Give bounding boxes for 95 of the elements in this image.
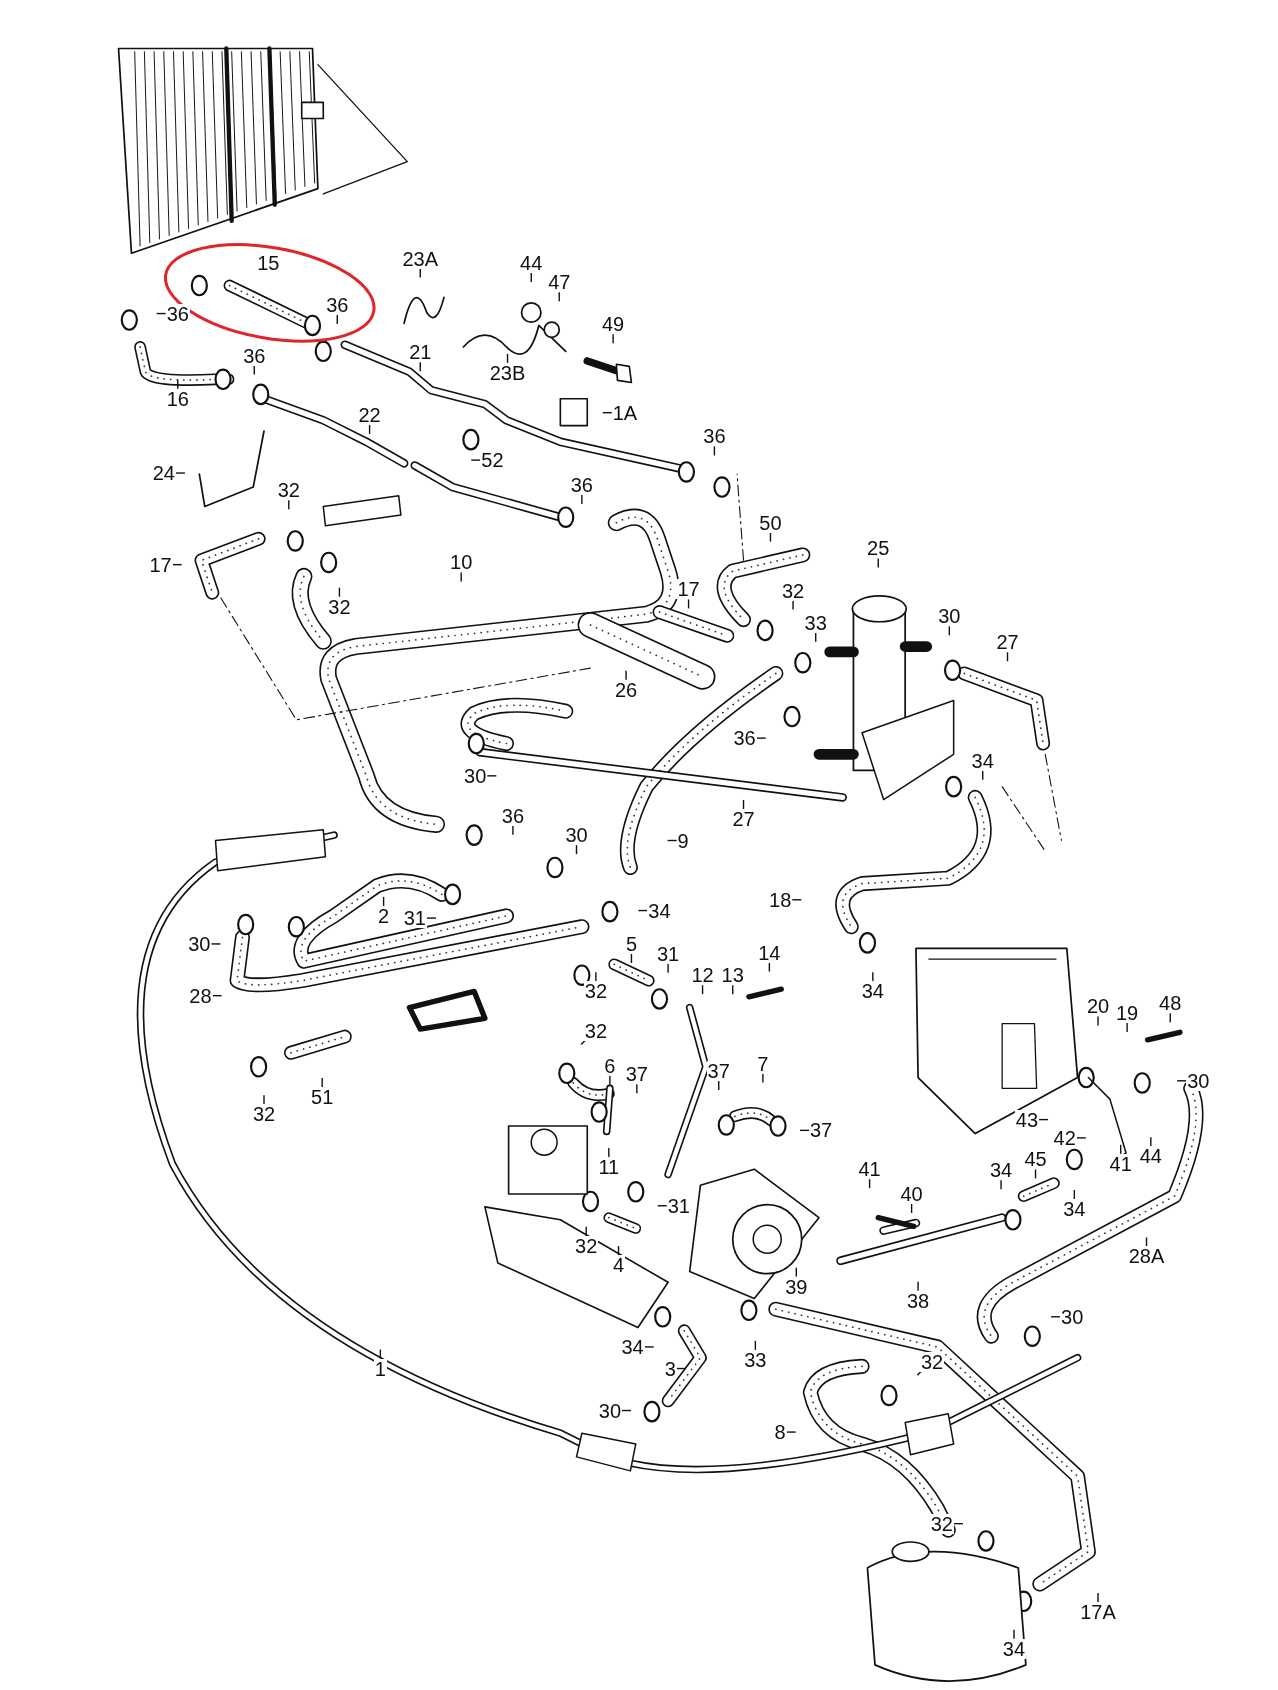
leader-line bbox=[558, 291, 560, 302]
leader-line bbox=[625, 669, 627, 681]
leader-line bbox=[667, 962, 669, 974]
callout-number: 32 bbox=[574, 1235, 599, 1256]
leader-line bbox=[585, 1225, 587, 1237]
leader-line bbox=[155, 312, 167, 315]
leader-line bbox=[795, 1266, 797, 1278]
callout-number: 32 bbox=[583, 1021, 608, 1042]
leader-line bbox=[368, 424, 371, 435]
leader-line bbox=[595, 971, 597, 983]
leader-line bbox=[1034, 1168, 1037, 1180]
leader-line bbox=[1038, 1118, 1049, 1121]
leader-line bbox=[470, 459, 481, 461]
leader-line bbox=[1119, 1144, 1122, 1155]
callout-number: 17 bbox=[676, 579, 701, 600]
leader-line bbox=[379, 1348, 382, 1360]
leader-line bbox=[460, 571, 462, 583]
leader-line bbox=[530, 272, 532, 283]
leader-line bbox=[868, 1178, 871, 1189]
leader-line bbox=[581, 494, 583, 505]
leader-line bbox=[754, 1340, 757, 1351]
leader-line bbox=[872, 971, 874, 983]
leader-line bbox=[211, 994, 223, 997]
leader-line bbox=[643, 1346, 655, 1348]
callout-number: 31 bbox=[402, 908, 427, 929]
leader-line bbox=[1176, 1080, 1187, 1082]
leader-line bbox=[1169, 1012, 1171, 1023]
leader-line bbox=[982, 770, 984, 781]
leader-line bbox=[506, 353, 509, 364]
leader-line bbox=[769, 531, 772, 543]
leader-line bbox=[917, 1280, 919, 1292]
leader-line bbox=[512, 825, 514, 836]
leader-line bbox=[676, 1367, 687, 1370]
leader-line bbox=[1145, 1236, 1148, 1248]
leader-line bbox=[382, 896, 385, 907]
leader-line bbox=[621, 1409, 632, 1412]
leader-line bbox=[768, 961, 771, 973]
leader-line bbox=[612, 333, 614, 345]
leader-line bbox=[948, 625, 951, 637]
leader-line bbox=[575, 844, 578, 855]
leader-line bbox=[253, 364, 255, 376]
leader-line bbox=[791, 899, 802, 901]
leader-line bbox=[1076, 1137, 1087, 1139]
leader-line bbox=[609, 1075, 611, 1086]
leader-line bbox=[321, 1077, 323, 1088]
leader-line bbox=[636, 1083, 638, 1095]
leader-line bbox=[762, 1072, 764, 1084]
leader-line bbox=[288, 499, 290, 510]
leader-line bbox=[742, 799, 745, 810]
leader-line bbox=[666, 839, 678, 842]
leader-line bbox=[786, 1431, 797, 1433]
leader-line bbox=[637, 909, 649, 912]
leader-line bbox=[1126, 1022, 1128, 1033]
leader-line bbox=[602, 412, 613, 414]
leader-line bbox=[1006, 651, 1009, 662]
leader-line bbox=[910, 1203, 913, 1214]
leader-line bbox=[263, 1094, 265, 1105]
leader-line bbox=[687, 598, 690, 610]
leader-line bbox=[1150, 1136, 1152, 1147]
leader-line bbox=[617, 1245, 620, 1256]
callout-number: 32 bbox=[919, 1352, 945, 1373]
leader-line bbox=[210, 943, 222, 945]
callout-number: 32 bbox=[929, 1513, 954, 1534]
leader-line bbox=[701, 984, 704, 995]
leader-line bbox=[630, 953, 633, 964]
callout-number: 43 bbox=[1014, 1109, 1040, 1130]
leader-line bbox=[799, 1129, 810, 1132]
leader-line bbox=[732, 984, 734, 995]
leader-line bbox=[338, 586, 341, 598]
leader-line bbox=[175, 472, 186, 474]
callout-number: 11 bbox=[597, 1157, 621, 1177]
leader-line bbox=[486, 775, 498, 777]
leader-line bbox=[713, 445, 716, 457]
leader-line bbox=[718, 1080, 720, 1091]
leader-line bbox=[177, 379, 179, 390]
leader-line bbox=[1073, 1189, 1076, 1200]
leader-line bbox=[953, 1522, 964, 1525]
leader-line bbox=[1097, 1015, 1099, 1027]
leader-line bbox=[608, 1147, 610, 1158]
leader-line bbox=[756, 737, 767, 739]
callout-number: 41 bbox=[1108, 1153, 1133, 1174]
leader-line bbox=[171, 563, 183, 566]
leader-line bbox=[1013, 1628, 1015, 1640]
leader-line bbox=[1000, 1179, 1002, 1190]
leader-line bbox=[419, 361, 421, 373]
callout-number: 36 bbox=[165, 303, 190, 324]
leader-line bbox=[877, 557, 879, 569]
leader-line bbox=[1097, 1592, 1099, 1603]
leader-line bbox=[792, 599, 794, 611]
leader-line bbox=[426, 917, 437, 919]
leader-line bbox=[419, 267, 421, 279]
leader-line bbox=[815, 632, 817, 643]
leader-line bbox=[1050, 1316, 1061, 1318]
leader-line bbox=[657, 1205, 668, 1207]
leader-line bbox=[336, 314, 338, 325]
